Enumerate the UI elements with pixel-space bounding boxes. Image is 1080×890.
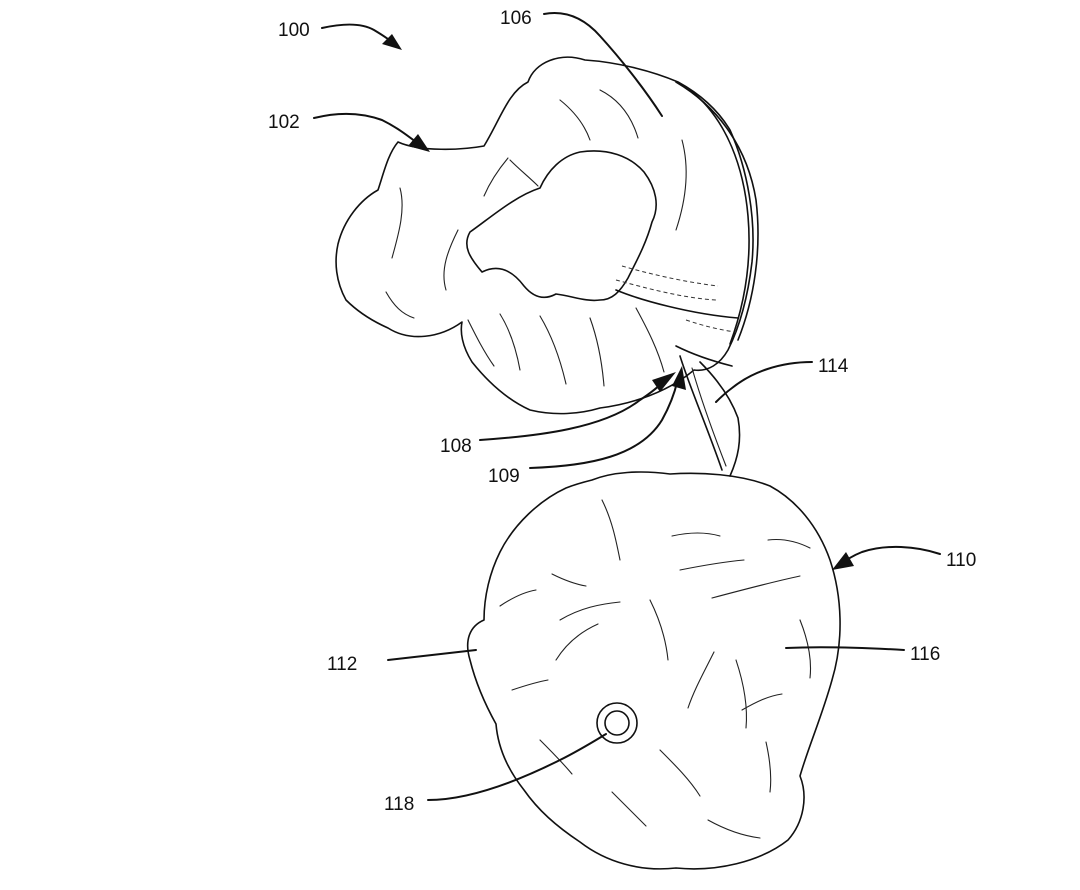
scrunchie-fold-line xyxy=(467,319,495,367)
scrunchie-fold-line xyxy=(675,139,687,231)
scrunchie-fold-line xyxy=(509,159,539,187)
arrowhead-109 xyxy=(672,366,686,390)
pouch-crinkle xyxy=(741,693,783,711)
pouch-crinkle xyxy=(799,619,812,679)
strap-left-edge xyxy=(679,355,723,471)
leader-109 xyxy=(529,377,679,469)
scrunchie-fold-line xyxy=(385,291,415,319)
arrowhead-100 xyxy=(382,34,402,50)
arrowhead-108 xyxy=(652,372,676,392)
tether-strap-114 xyxy=(675,81,759,477)
label-102: 102 xyxy=(268,112,300,133)
pouch-crinkle xyxy=(551,573,587,587)
pouch-crinkle xyxy=(671,532,721,537)
grommet-outer-ring xyxy=(596,702,638,744)
band-seam-edge xyxy=(615,289,739,319)
leader-108 xyxy=(479,379,665,441)
scrunchie-fold-line xyxy=(599,89,639,139)
scrunchie-fold-line xyxy=(499,313,521,371)
pouch-crinkle xyxy=(735,659,748,729)
strap-back-band xyxy=(675,81,759,341)
label-112: 112 xyxy=(327,654,357,675)
leader-110 xyxy=(841,545,941,565)
pouch-crinkle xyxy=(555,623,599,661)
pouch-110 xyxy=(466,471,841,870)
pouch-crinkle xyxy=(511,679,549,691)
pouch-crinkle xyxy=(679,559,745,571)
label-100: 100 xyxy=(278,20,310,41)
scrunchie-outer-edge xyxy=(335,56,754,415)
scrunchie-fold-line xyxy=(589,317,605,387)
strap-back-band xyxy=(689,89,750,345)
scrunchie-fold-line xyxy=(391,187,403,259)
label-106: 106 xyxy=(500,8,532,29)
label-109: 109 xyxy=(488,466,520,487)
leader-114 xyxy=(715,361,813,403)
pouch-crinkle xyxy=(659,749,701,797)
strap-right-edge xyxy=(699,361,741,477)
pouch-crinkle xyxy=(765,741,772,793)
scrunchie-fold-line xyxy=(635,307,665,373)
leader-lines xyxy=(313,12,941,801)
grommet-inner-ring xyxy=(604,710,630,736)
scrunchie-fold-line xyxy=(559,99,591,141)
pouch-crinkle xyxy=(499,589,537,607)
scrunchie-102 xyxy=(335,56,754,415)
leader-116 xyxy=(785,646,905,651)
leader-102 xyxy=(313,112,417,143)
scrunchie-inner-hole xyxy=(466,150,657,302)
pouch-crinkle xyxy=(707,819,761,839)
pouch-crinkle xyxy=(711,575,801,599)
pouch-crinkle xyxy=(601,499,621,561)
stitch-line xyxy=(615,279,717,301)
stitch-line xyxy=(685,319,737,333)
label-116: 116 xyxy=(910,644,940,665)
pouch-crinkle xyxy=(649,599,669,661)
label-110: 110 xyxy=(946,550,976,571)
arrowhead-110 xyxy=(832,552,854,570)
pouch-outline xyxy=(466,471,841,870)
scrunchie-fold-line xyxy=(539,315,567,385)
stitch-line xyxy=(621,265,719,287)
pouch-crinkle xyxy=(767,538,811,549)
reference-labels: 100 102 106 108 109 110 112 114 116 118 xyxy=(268,8,976,815)
pouch-crinkle xyxy=(611,791,647,827)
scrunchie-fold-line xyxy=(443,229,459,291)
scrunchie-fold-line xyxy=(483,157,509,197)
label-108: 108 xyxy=(440,436,472,457)
label-114: 114 xyxy=(818,356,849,377)
pouch-crinkle xyxy=(687,651,715,709)
leader-100 xyxy=(321,23,395,45)
leader-118 xyxy=(427,733,607,801)
pouch-crinkle xyxy=(539,739,573,775)
leader-112 xyxy=(387,649,477,661)
arrowhead-102 xyxy=(408,134,430,152)
label-118: 118 xyxy=(384,794,414,815)
band-seam-edge xyxy=(675,345,733,367)
leader-106 xyxy=(543,12,663,117)
pouch-crinkle xyxy=(559,601,621,621)
strap-center-crease xyxy=(691,367,727,467)
